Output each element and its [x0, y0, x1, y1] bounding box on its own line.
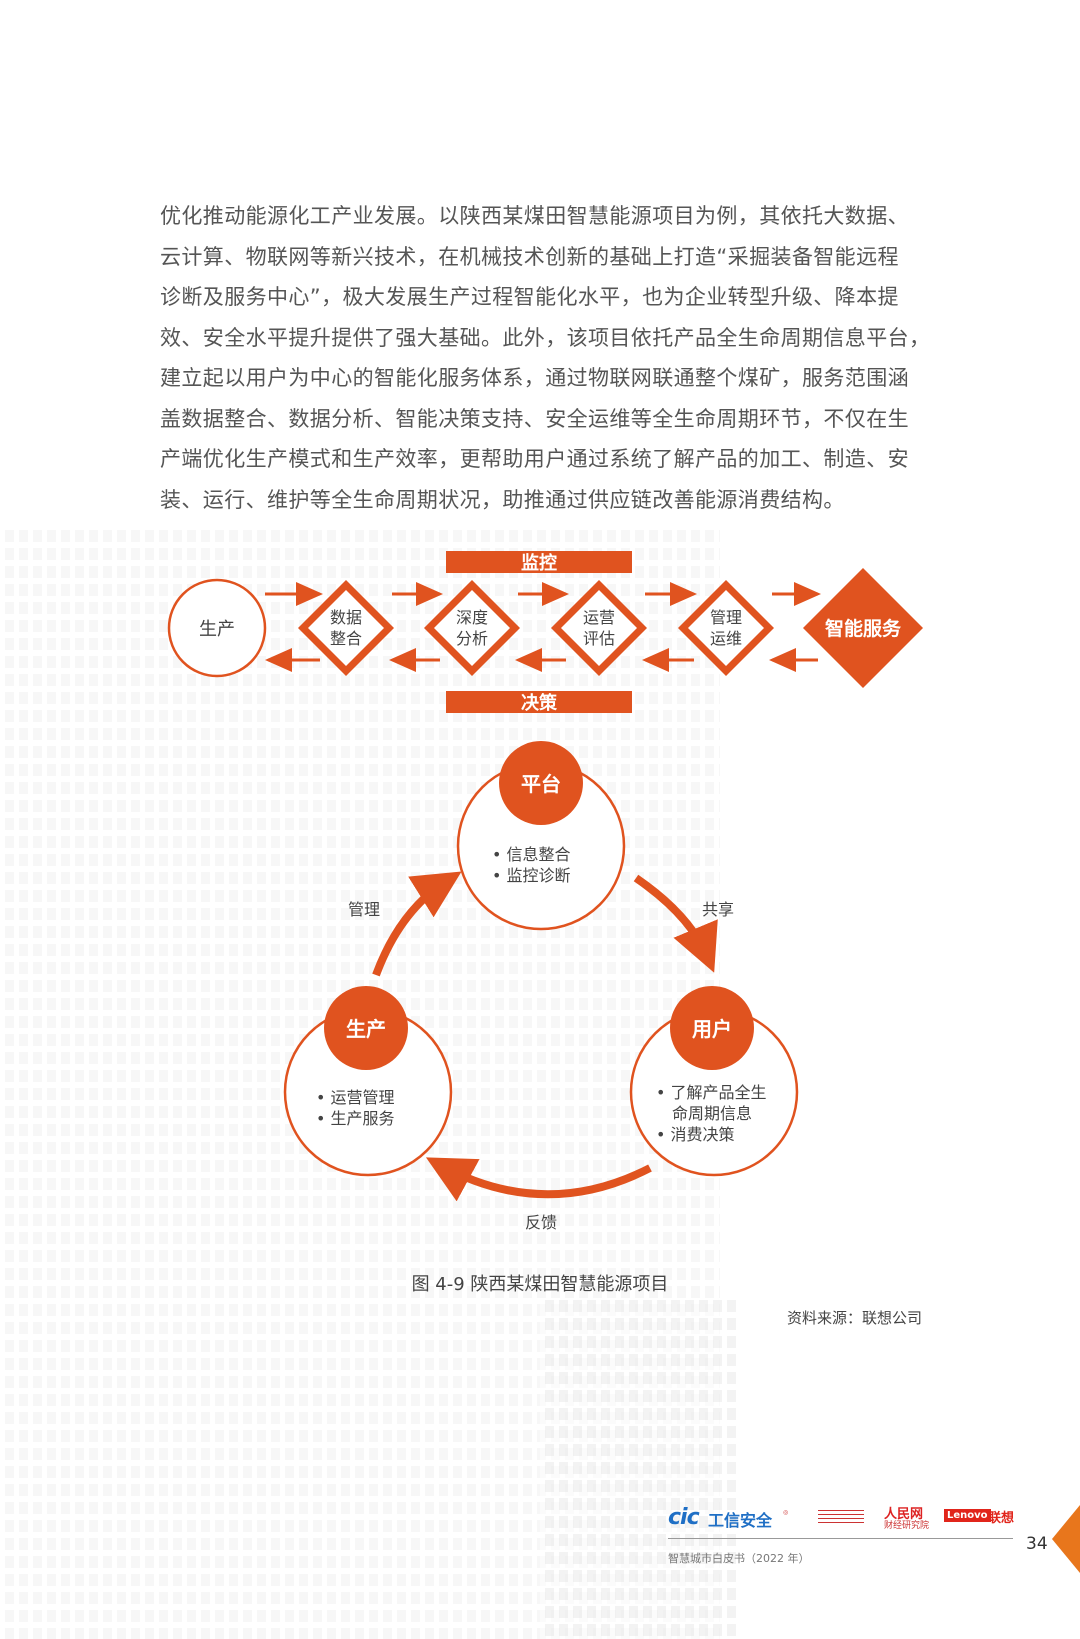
- step-diamond-3: 运营 评估: [551, 580, 647, 676]
- step-label: 管理: [710, 608, 742, 627]
- people-subtitle: 财经研究院: [884, 1521, 930, 1531]
- feedback-arrow: [425, 1157, 652, 1202]
- production-badge: [324, 986, 408, 1070]
- background-pattern-2: [540, 1300, 740, 1639]
- monitor-label: 监控: [521, 552, 557, 574]
- paragraph-line: 诊断及服务中心”，极大发展生产过程智能化水平，也为企业转型升级、降本提: [160, 285, 899, 309]
- step-diamond-4: 管理 运维: [678, 580, 774, 676]
- footer-logos: cic 工信安全 ◎ 人民网 财经研究院 Lenovo 联想: [668, 1505, 1018, 1535]
- manage-arrow: [372, 871, 462, 977]
- step-diamond-2: 深度 分析: [424, 580, 520, 676]
- step-label: 分析: [456, 629, 488, 648]
- platform-title: 平台: [521, 772, 561, 796]
- cic-logo: cic: [668, 1505, 700, 1530]
- paragraph-line: 建立起以用户为中心的智能化服务体系，通过物联网联通整个煤矿，服务范围涵: [160, 366, 909, 390]
- production-title: 生产: [346, 1017, 386, 1041]
- figure-caption: 图 4-9 陕西某煤田智慧能源项目: [411, 1274, 669, 1295]
- paragraph-line: 效、安全水平提升提供了强大基础。此外，该项目依托产品全生命周期信息平台，: [160, 325, 931, 350]
- production-item: • 生产服务: [316, 1109, 395, 1128]
- step-label: 运营: [583, 608, 615, 627]
- page-number: 34: [1026, 1534, 1048, 1554]
- paragraph-line: 装、运行、维护等全生命周期状况，助推通过供应链改善能源消费结构。: [160, 487, 845, 512]
- lianxiang-logo: 联想: [988, 1511, 1015, 1526]
- institute-logo-icon: [818, 1509, 864, 1523]
- end-diamond: [803, 568, 923, 688]
- start-label: 生产: [199, 619, 235, 640]
- decision-bar: [446, 691, 632, 713]
- share-arrow: [633, 874, 718, 973]
- idac-logo-icon: ◎: [783, 1509, 789, 1516]
- start-circle: [167, 578, 267, 678]
- paragraph-line: 产端优化生产模式和生产效率，更帮助用户通过系统了解产品的加工、制造、安: [160, 447, 909, 471]
- body-paragraph: 优化推动能源化工产业发展。以陕西某煤田智慧能源项目为例，其依托大数据、 云计算、…: [160, 196, 931, 520]
- production-item: • 运营管理: [316, 1088, 395, 1107]
- decision-label: 决策: [521, 692, 558, 714]
- cic-subtitle: 工信安全: [708, 1511, 773, 1530]
- source-note: 资料来源：联想公司: [786, 1309, 922, 1327]
- monitor-bar: [446, 551, 632, 573]
- footer-divider: [668, 1538, 1013, 1539]
- feedback-label: 反馈: [525, 1213, 557, 1232]
- platform-badge: [499, 741, 583, 825]
- people-logo: 人民网: [884, 1507, 924, 1522]
- step-label: 评估: [583, 629, 615, 648]
- manage-label: 管理: [348, 900, 380, 919]
- corner-decoration: [1052, 1505, 1080, 1573]
- paragraph-line: 盖数据整合、数据分析、智能决策支持、安全运维等全生命周期环节，不仅在生: [160, 406, 909, 431]
- step-label: 运维: [710, 629, 742, 648]
- footer-title: 智慧城市白皮书（2022 年）: [668, 1552, 810, 1565]
- end-label: 智能服务: [825, 617, 902, 640]
- paragraph-line: 云计算、物联网等新兴技术，在机械技术创新的基础上打造“采掘装备智能远程: [160, 244, 899, 269]
- user-title: 用户: [692, 1017, 732, 1041]
- user-item: 命周期信息: [672, 1104, 752, 1123]
- user-badge: [670, 986, 754, 1070]
- step-label: 深度: [456, 608, 488, 627]
- lenovo-logo: Lenovo: [944, 1509, 991, 1522]
- paragraph-line: 优化推动能源化工产业发展。以陕西某煤田智慧能源项目为例，其依托大数据、: [160, 204, 909, 228]
- user-item: • 消费决策: [656, 1125, 735, 1144]
- step-diamond-1: 数据 整合: [298, 580, 394, 676]
- user-item: • 了解产品全生: [656, 1083, 767, 1102]
- step-label: 数据: [330, 608, 362, 627]
- platform-item: • 信息整合: [492, 845, 571, 864]
- share-label: 共享: [702, 900, 734, 919]
- step-label: 整合: [330, 629, 362, 648]
- platform-item: • 监控诊断: [492, 866, 571, 885]
